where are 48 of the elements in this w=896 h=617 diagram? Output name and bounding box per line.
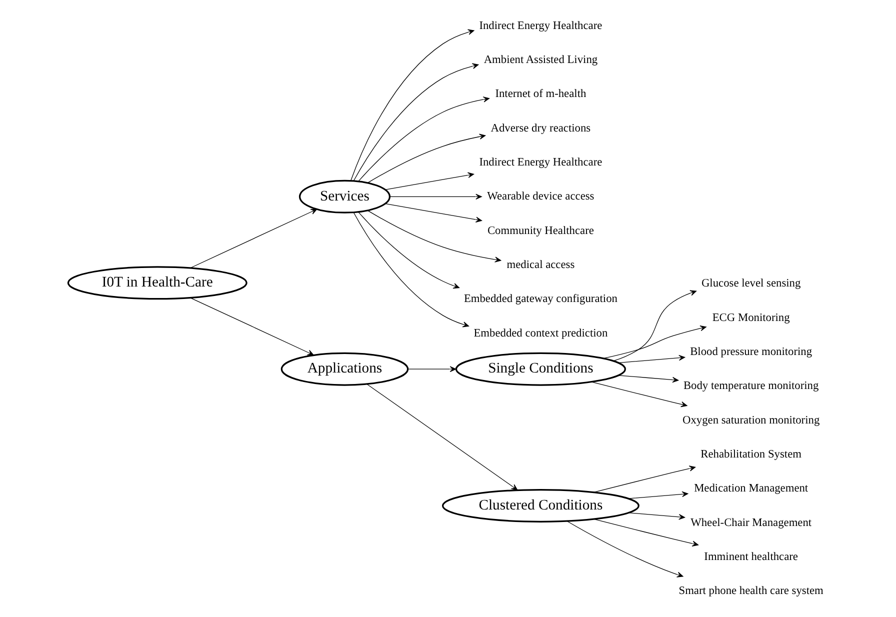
node-text: Adverse dry reactions [490, 122, 590, 134]
arrow [190, 208, 317, 268]
node-text: Indirect Energy Healthcare [478, 156, 602, 169]
node-text: medical access [506, 259, 574, 271]
arrow [384, 203, 482, 222]
node-ellipse: I0T in Health-Care [66, 266, 247, 300]
arrow [593, 518, 698, 546]
arrow [358, 212, 460, 289]
arrow [602, 325, 706, 359]
node-text: Oxygen saturation monitoring [682, 414, 820, 426]
node-text: Imminent healthcare [704, 550, 798, 563]
node-text: Community Healthcare [486, 224, 594, 237]
node-text: Glucose level sensing [700, 278, 800, 290]
arrow [350, 29, 474, 181]
arrow [628, 512, 685, 520]
node-text: Medication Management [694, 482, 808, 495]
node-text: Body temperature monitoring [682, 380, 818, 392]
arrow [367, 134, 486, 183]
arrow [593, 466, 696, 492]
node-text: Embedded gateway configuration [463, 293, 617, 306]
node-text: ECG Monitoring [712, 312, 790, 324]
arrow [190, 298, 314, 356]
arrow [352, 63, 478, 182]
node-text: Ambient Assisted Living [483, 54, 598, 66]
arrow [612, 290, 696, 362]
node-text: Smart phone health care system [678, 585, 823, 598]
node-text: Blood pressure monitoring [690, 346, 812, 358]
arrow [366, 384, 518, 490]
arrow [566, 520, 683, 578]
node-text: Wheel-Chair Management [690, 516, 812, 529]
node-ellipse: Applications [280, 352, 408, 386]
arrow [628, 491, 688, 499]
node-text: Indirect Energy Healthcare [478, 20, 602, 32]
arrow [407, 366, 456, 372]
node-text: Internet of m-health [494, 88, 586, 100]
arrow [358, 96, 490, 182]
node-text: Wearable device access [486, 190, 594, 203]
arrow [388, 194, 482, 200]
node-ellipse: Single Conditions [454, 352, 626, 386]
arrow [384, 172, 474, 190]
node-text: Rehabilitation System [700, 448, 801, 460]
arrow [618, 354, 685, 364]
node-ellipse: Clustered Conditions [441, 488, 639, 522]
arrow [618, 375, 678, 383]
node-text: Embedded context prediction [473, 327, 608, 340]
arrow [590, 382, 687, 408]
arrow [352, 212, 468, 328]
arrow [367, 210, 501, 262]
